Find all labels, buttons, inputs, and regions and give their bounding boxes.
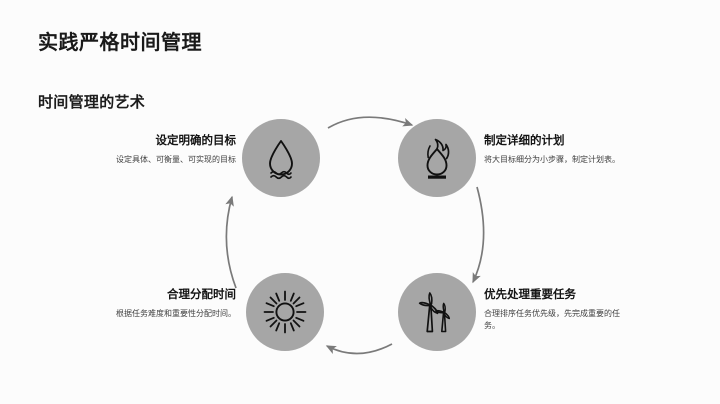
water-drop-icon	[261, 136, 301, 180]
cycle-node-bottom-right[interactable]	[398, 273, 476, 351]
step-title: 合理分配时间	[167, 289, 236, 301]
step-title: 设定明确的目标	[155, 135, 237, 147]
arrow-bottom-icon	[325, 343, 393, 355]
cycle-label-bottom-left: 合理分配时间 根据任务难度和重要性分配时间。	[100, 288, 236, 320]
cycle-node-top-left[interactable]	[242, 119, 320, 197]
page-title: 实践严格时间管理	[38, 32, 202, 54]
arrow-left-icon	[225, 195, 237, 289]
sun-icon	[262, 289, 308, 335]
step-description: 合理排序任务优先级，先完成重要的任务。	[484, 308, 620, 330]
arrow-right-icon	[472, 186, 485, 284]
step-description: 根据任务难度和重要性分配时间。	[116, 308, 236, 318]
cycle-label-top-left: 设定明确的目标 设定具体、可衡量、可实现的目标	[108, 134, 236, 166]
arrow-top-icon	[327, 116, 414, 129]
step-title: 制定详细的计划	[484, 135, 565, 147]
cycle-label-top-right: 制定详细的计划 将大目标细分为小步骤，制定计划表。	[484, 134, 624, 166]
step-description: 将大目标细分为小步骤，制定计划表。	[484, 154, 620, 164]
cycle-node-bottom-left[interactable]	[246, 273, 324, 351]
flame-icon	[415, 135, 459, 181]
wind-turbine-icon	[414, 289, 460, 335]
step-description: 设定具体、可衡量、可实现的目标	[116, 154, 236, 164]
cycle-node-top-right[interactable]	[398, 119, 476, 197]
cycle-label-bottom-right: 优先处理重要任务 合理排序任务优先级，先完成重要的任务。	[484, 288, 626, 332]
step-title: 优先处理重要任务	[484, 289, 576, 301]
page-subtitle: 时间管理的艺术	[38, 94, 146, 111]
